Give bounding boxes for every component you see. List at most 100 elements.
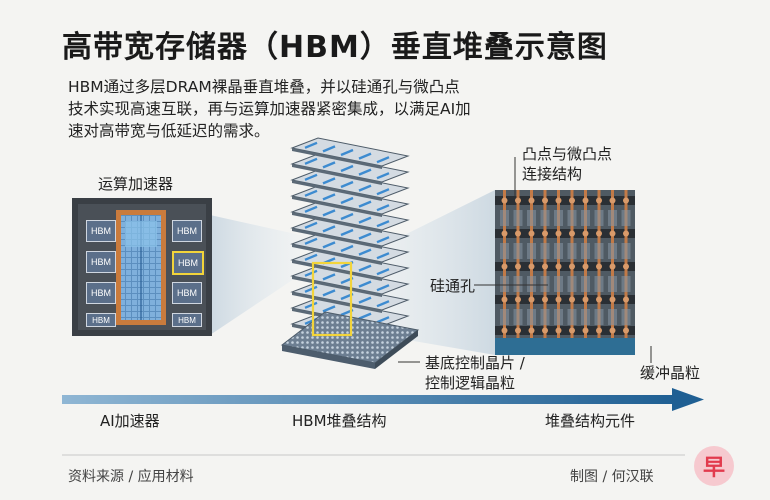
micro-bump (609, 263, 616, 270)
tsv-channel (322, 241, 336, 249)
tsv-channel (304, 173, 318, 181)
micro-bump (501, 296, 508, 303)
die-bar (495, 326, 635, 335)
tsv-channel (322, 305, 336, 313)
micro-bump (609, 197, 616, 204)
micro-bump (569, 263, 575, 270)
micro-bump (528, 327, 535, 334)
dram-cell (581, 243, 590, 259)
micro-bump (582, 197, 589, 204)
micro-bump (609, 230, 616, 237)
tsv-label: 硅通孔 (430, 277, 476, 295)
tsv-channel (340, 180, 354, 189)
tsv-channel (322, 177, 336, 185)
micro-bump (542, 230, 548, 237)
micro-bump (582, 296, 589, 303)
dram-cell (500, 243, 509, 259)
description-line: 速对高带宽与低延迟的需求。 (68, 122, 270, 140)
hbm-chip: HBM (172, 313, 202, 327)
dram-cell (513, 210, 523, 226)
micro-bump (596, 197, 602, 204)
hbm-chip: HBM (86, 220, 116, 242)
tsv-channel (340, 164, 354, 173)
hbm-chip-highlighted: HBM (172, 251, 204, 275)
tsv-channel (304, 205, 318, 213)
tsv-channel (304, 285, 318, 293)
dram-layer-edge (292, 260, 382, 281)
dram-cell (608, 243, 617, 259)
tsv-channel (358, 184, 372, 192)
dram-cell (500, 309, 509, 325)
tsv-channel (304, 269, 318, 277)
tsv-channel (322, 145, 336, 153)
micro-bump (569, 230, 575, 237)
tsv-channel (376, 188, 390, 196)
dram-layer-edge (292, 180, 382, 201)
base-die-label-line1: 基底控制晶片 / (425, 354, 525, 372)
tsv-channel (304, 253, 318, 261)
micro-bump (582, 327, 589, 334)
axis-label-middle: HBM堆叠结构 (292, 412, 387, 430)
micro-bump (555, 327, 562, 334)
micro-bump (569, 296, 575, 303)
tsv-channel (304, 237, 318, 245)
die-bar (495, 295, 635, 304)
dram-cell (500, 276, 509, 292)
description-line: 技术实现高速互联，再与运算加速器紧密集成，以满足AI加 (68, 100, 471, 118)
micro-bump (582, 263, 589, 270)
micro-bump (596, 296, 602, 303)
dram-layer-edge (292, 276, 382, 297)
tsv-channel (376, 268, 390, 276)
micro-bump (542, 263, 548, 270)
dram-cell (608, 309, 617, 325)
tsv-channel (340, 212, 354, 221)
micro-bump (515, 263, 521, 270)
dram-cell (527, 243, 536, 259)
bumps-label-line2: 连接结构 (522, 165, 583, 183)
micro-bump (609, 327, 616, 334)
tsv-channel (322, 273, 336, 281)
tsv-channel (376, 236, 390, 244)
micro-bump (542, 197, 548, 204)
hbm-chip: HBM (86, 313, 116, 327)
dram-cell (621, 243, 631, 259)
dram-cell (621, 276, 631, 292)
source-text: 资料来源 / 应用材料 (68, 469, 194, 485)
dram-stack (280, 137, 420, 369)
dram-cell (540, 276, 550, 292)
micro-bump (528, 197, 535, 204)
tsv-channel (358, 168, 372, 176)
tsv-channel (376, 204, 390, 212)
dram-cell (527, 309, 536, 325)
micro-bump (528, 296, 535, 303)
dram-cell (621, 309, 631, 325)
tsv-channel (322, 209, 336, 217)
tsv-channel (376, 252, 390, 260)
micro-bump (528, 230, 535, 237)
tsv-channel (304, 301, 318, 309)
micro-bump (555, 296, 562, 303)
tsv-channel (304, 189, 318, 197)
base-die-label-line2: 控制逻辑晶粒 (425, 374, 516, 392)
dram-layer-edge (292, 196, 382, 217)
tsv-channel (322, 161, 336, 169)
micro-bump (501, 263, 508, 270)
dram-cell (513, 309, 523, 325)
dram-layer-edge (292, 148, 382, 169)
dram-cell (554, 276, 563, 292)
micro-bump (515, 296, 521, 303)
dram-cell (608, 276, 617, 292)
tsv-channel (322, 225, 336, 233)
micro-bump (515, 230, 521, 237)
dram-cell (594, 210, 604, 226)
tsv-channel (358, 264, 372, 272)
bumps-label-line1: 凸点与微凸点 (522, 145, 613, 163)
axis-arrow-head (672, 388, 704, 411)
dram-cell (527, 210, 536, 226)
die-bar (495, 262, 635, 271)
dram-cell (594, 309, 604, 325)
micro-bump (623, 197, 629, 204)
hbm-chip: HBM (86, 251, 116, 273)
dram-cell (567, 243, 577, 259)
micro-bump (515, 327, 521, 334)
